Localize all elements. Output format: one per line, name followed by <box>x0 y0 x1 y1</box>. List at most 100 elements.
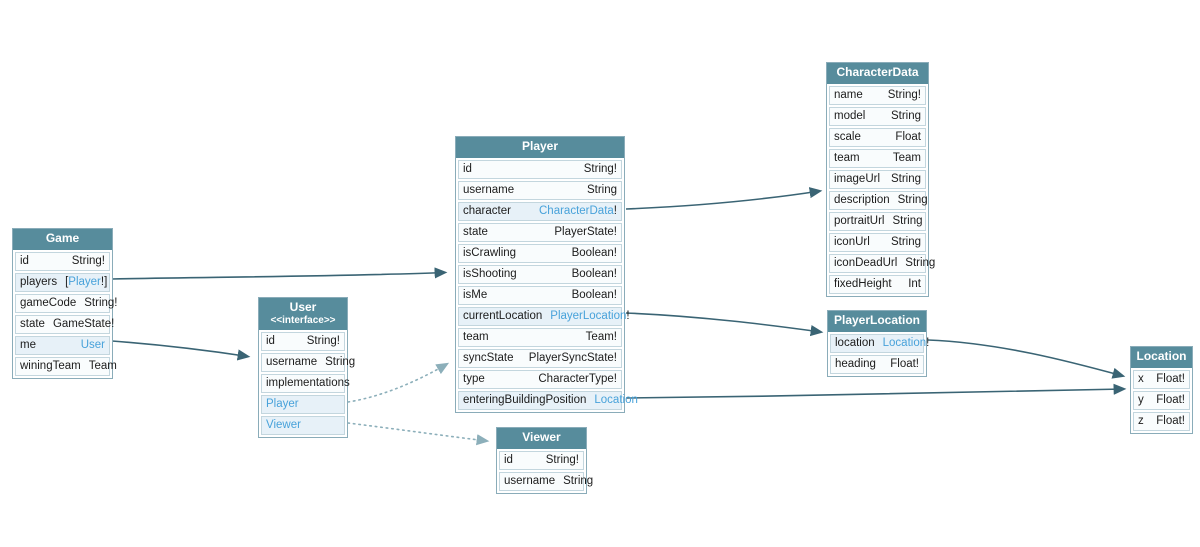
field-type: User <box>81 339 105 351</box>
type-title: User <box>289 300 317 314</box>
field-row-id[interactable]: id String! <box>15 251 110 271</box>
field-type: String <box>891 236 921 248</box>
field-row-username[interactable]: username String <box>261 353 355 373</box>
field-row-username[interactable]: username String <box>458 180 622 200</box>
field-type: String <box>325 356 355 368</box>
type-suffix: ! <box>626 309 630 322</box>
field-name: username <box>463 183 515 196</box>
field-name: username <box>266 356 318 369</box>
type-node-title-user[interactable]: User<<interface>> <box>259 298 347 331</box>
type-text: String! <box>71 254 105 267</box>
field-name: id <box>20 254 29 267</box>
field-name: imageUrl <box>834 172 881 185</box>
field-row-z[interactable]: z Float! <box>1133 411 1190 431</box>
field-type: Float! <box>1156 373 1185 385</box>
type-text: String! <box>84 296 118 309</box>
field-name: username <box>504 474 556 487</box>
section-label: implementations <box>266 377 350 390</box>
field-type: String! <box>888 89 921 101</box>
type-text: String <box>325 356 356 369</box>
field-type: String <box>898 194 928 206</box>
field-type: Location <box>594 394 637 406</box>
field-name: players <box>20 275 58 288</box>
type-title: CharacterData <box>836 65 919 79</box>
type-link: CharacterData <box>539 204 614 217</box>
implementation-link-viewer[interactable]: Viewer <box>261 416 345 436</box>
field-name: isCrawling <box>463 246 517 259</box>
type-node-title-location[interactable]: Location <box>1131 347 1192 368</box>
implementation-link-player[interactable]: Player <box>261 395 345 415</box>
field-type: PlayerState! <box>554 226 617 238</box>
type-title: Location <box>1136 349 1187 363</box>
field-type: [Player!] <box>65 276 107 288</box>
field-row-players[interactable]: players [Player!] <box>15 272 110 292</box>
type-suffix: !] <box>100 275 108 288</box>
type-node-title-viewer[interactable]: Viewer <box>497 428 586 449</box>
field-name: description <box>834 193 890 206</box>
type-node-title-playerlocation[interactable]: PlayerLocation <box>828 311 926 332</box>
field-row-description[interactable]: description String <box>829 190 928 210</box>
type-text: Float! <box>1156 372 1185 385</box>
field-type: String <box>891 110 921 122</box>
type-node-title-player[interactable]: Player <box>456 137 624 158</box>
type-text: String <box>890 109 921 122</box>
field-name: name <box>834 88 863 101</box>
type-text: Team <box>88 359 117 372</box>
type-node-title-game[interactable]: Game <box>13 229 112 250</box>
type-text: Float! <box>890 357 919 370</box>
type-text: String! <box>306 335 340 348</box>
type-text: String! <box>583 162 617 175</box>
type-text: GameState! <box>52 317 115 330</box>
field-row-name[interactable]: name String! <box>829 85 926 105</box>
field-type: Float! <box>890 358 919 370</box>
field-type: Boolean! <box>572 289 617 301</box>
type-text: Boolean! <box>571 288 617 301</box>
type-text: Float! <box>1156 414 1185 427</box>
section-row-implementations[interactable]: implementations <box>261 374 350 394</box>
field-type: Boolean! <box>572 268 617 280</box>
edge-player-enteringbuildingposition-to-location <box>625 383 1127 399</box>
edge-playerlocation-location-to-location <box>927 339 1126 379</box>
type-node-title-characterdata[interactable]: CharacterData <box>827 63 928 84</box>
field-type: Team <box>893 152 921 164</box>
type-link: Location <box>882 336 927 349</box>
field-row-imageUrl[interactable]: imageUrl String <box>829 169 926 189</box>
field-type: String <box>587 184 617 196</box>
edge-game-players-to-player <box>111 267 448 280</box>
field-name: z <box>1138 414 1144 427</box>
type-text: String <box>890 172 921 185</box>
field-name: team <box>463 330 489 343</box>
